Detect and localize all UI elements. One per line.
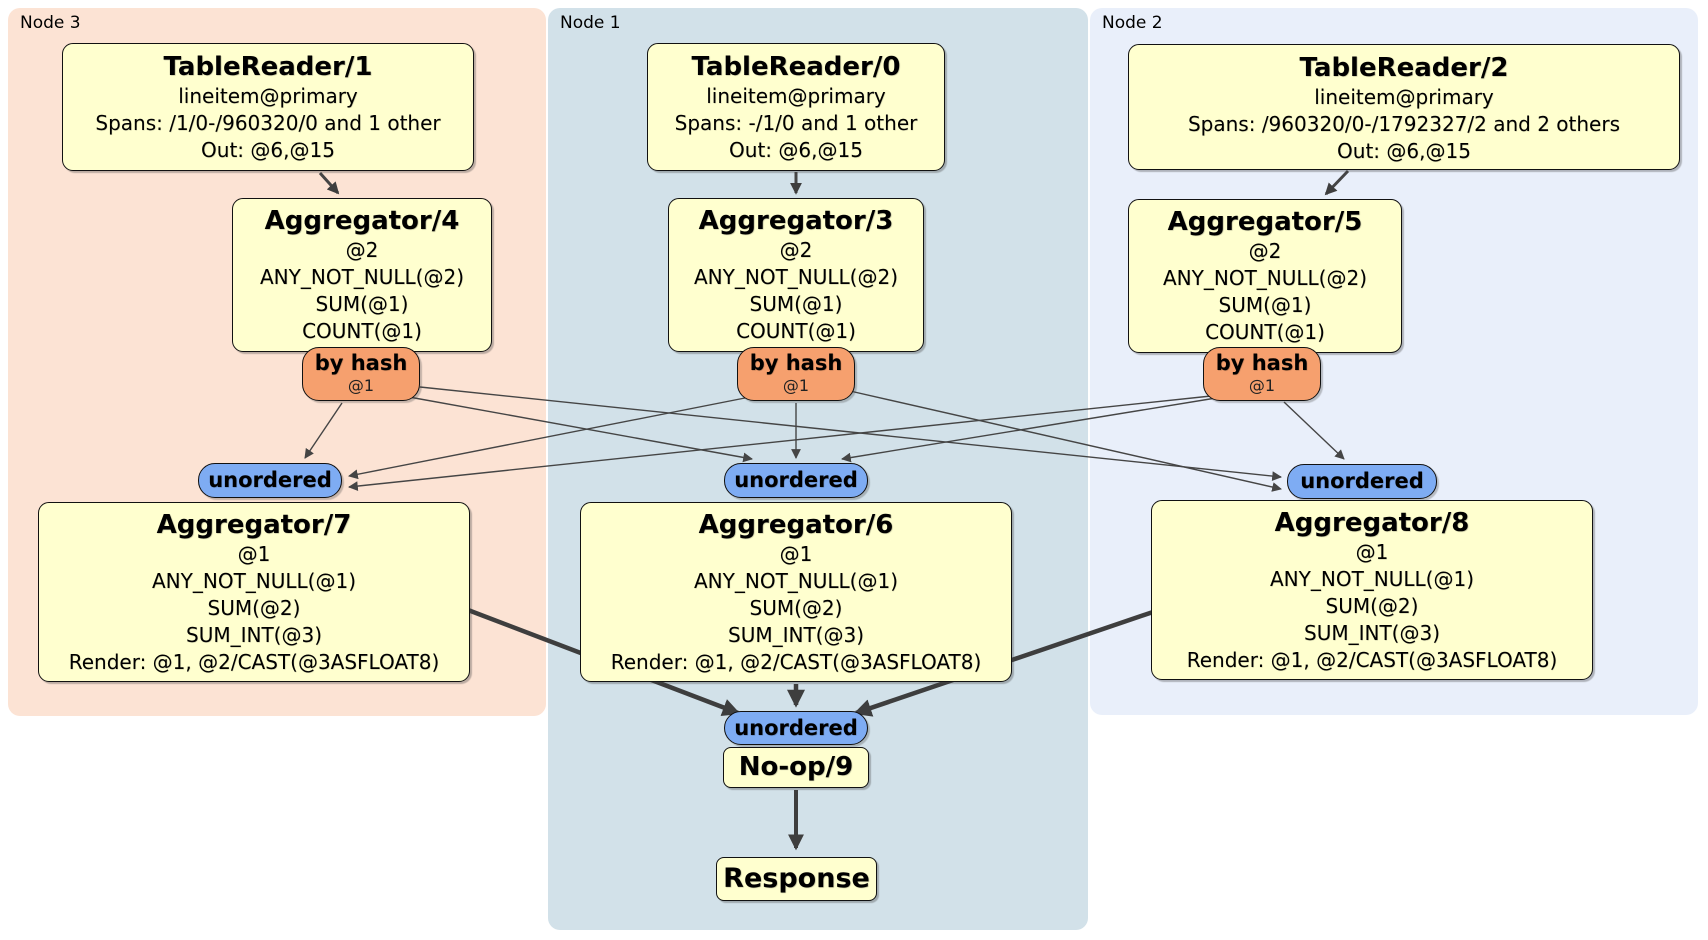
processor-title: TableReader/2: [1299, 53, 1509, 83]
agg-fn: ANY_NOT_NULL(@2): [260, 265, 464, 289]
unordered-label: unordered: [208, 468, 332, 492]
unordered-sync-node1: unordered: [724, 463, 868, 498]
agg-fn: COUNT(@1): [302, 319, 422, 343]
agg-group-cols: @1: [237, 542, 271, 566]
processor-aggregator5: Aggregator/5 @2 ANY_NOT_NULL(@2) SUM(@1)…: [1128, 199, 1402, 353]
response-box: Response: [716, 857, 877, 901]
processor-title: TableReader/0: [691, 52, 901, 82]
agg-group-cols: @1: [779, 542, 813, 566]
agg-fn: SUM(@2): [1325, 594, 1419, 618]
unordered-label: unordered: [734, 716, 858, 740]
processor-tablereader0: TableReader/0 lineitem@primary Spans: -/…: [647, 43, 945, 171]
hash-router-node3: by hash @1: [302, 347, 420, 401]
processor-title: Aggregator/8: [1274, 508, 1470, 538]
processor-spans: Spans: /960320/0-/1792327/2 and 2 others: [1187, 112, 1620, 136]
hash-router-label: by hash: [1215, 351, 1309, 375]
agg-fn: ANY_NOT_NULL(@1): [1270, 567, 1474, 591]
agg-fn: SUM(@1): [1218, 293, 1312, 317]
agg-fn: ANY_NOT_NULL(@2): [694, 265, 898, 289]
agg-fn: SUM_INT(@3): [728, 623, 864, 647]
agg-fn: ANY_NOT_NULL(@2): [1163, 266, 1367, 290]
unordered-sync-node2: unordered: [1287, 464, 1437, 499]
processor-out: Out: @6,@15: [201, 138, 335, 162]
processor-out: Out: @6,@15: [729, 138, 863, 162]
processor-title: Aggregator/7: [156, 510, 352, 540]
processor-index: lineitem@primary: [706, 84, 886, 108]
agg-fn: SUM_INT(@3): [1304, 621, 1440, 645]
hash-router-node1: by hash @1: [737, 347, 855, 401]
processor-aggregator3: Aggregator/3 @2 ANY_NOT_NULL(@2) SUM(@1)…: [668, 198, 924, 352]
agg-fn: COUNT(@1): [1205, 320, 1325, 344]
processor-title: No-op/9: [738, 752, 854, 782]
processor-spans: Spans: -/1/0 and 1 other: [674, 111, 918, 135]
processor-index: lineitem@primary: [178, 84, 358, 108]
processor-tablereader1: TableReader/1 lineitem@primary Spans: /1…: [62, 43, 474, 171]
agg-render: Render: @1, @2/CAST(@3ASFLOAT8): [1186, 648, 1558, 672]
unordered-label: unordered: [1300, 469, 1424, 493]
hash-router-label: by hash: [314, 351, 408, 375]
processor-out: Out: @6,@15: [1337, 139, 1471, 163]
unordered-sync-final: unordered: [724, 711, 868, 745]
agg-group-cols: @2: [345, 238, 379, 262]
unordered-label: unordered: [734, 468, 858, 492]
processor-aggregator7: Aggregator/7 @1 ANY_NOT_NULL(@1) SUM(@2)…: [38, 502, 470, 682]
agg-fn: SUM(@1): [315, 292, 409, 316]
agg-group-cols: @1: [1355, 540, 1389, 564]
processor-title: Aggregator/6: [698, 510, 894, 540]
hash-router-node2: by hash @1: [1203, 347, 1321, 401]
processor-index: lineitem@primary: [1314, 85, 1494, 109]
agg-fn: COUNT(@1): [736, 319, 856, 343]
hash-router-cols: @1: [347, 376, 375, 395]
agg-fn: SUM(@2): [207, 596, 301, 620]
node3-label: Node 3: [20, 13, 81, 33]
processor-noop: No-op/9: [723, 747, 869, 788]
agg-render: Render: @1, @2/CAST(@3ASFLOAT8): [68, 650, 440, 674]
agg-fn: ANY_NOT_NULL(@1): [694, 569, 898, 593]
agg-group-cols: @2: [779, 238, 813, 262]
processor-aggregator4: Aggregator/4 @2 ANY_NOT_NULL(@2) SUM(@1)…: [232, 198, 492, 352]
processor-tablereader2: TableReader/2 lineitem@primary Spans: /9…: [1128, 44, 1680, 170]
processor-aggregator8: Aggregator/8 @1 ANY_NOT_NULL(@1) SUM(@2)…: [1151, 500, 1593, 680]
response-title: Response: [723, 863, 870, 894]
node2-label: Node 2: [1102, 13, 1163, 33]
agg-group-cols: @2: [1248, 239, 1282, 263]
agg-render: Render: @1, @2/CAST(@3ASFLOAT8): [610, 650, 982, 674]
agg-fn: SUM_INT(@3): [186, 623, 322, 647]
processor-title: Aggregator/5: [1167, 207, 1363, 237]
hash-router-cols: @1: [1248, 376, 1276, 395]
agg-fn: SUM(@1): [749, 292, 843, 316]
agg-fn: SUM(@2): [749, 596, 843, 620]
processor-title: TableReader/1: [163, 52, 373, 82]
processor-title: Aggregator/4: [264, 206, 460, 236]
processor-title: Aggregator/3: [698, 206, 894, 236]
hash-router-label: by hash: [749, 351, 843, 375]
agg-fn: ANY_NOT_NULL(@1): [152, 569, 356, 593]
processor-spans: Spans: /1/0-/960320/0 and 1 other: [95, 111, 441, 135]
node1-label: Node 1: [560, 13, 621, 33]
processor-aggregator6: Aggregator/6 @1 ANY_NOT_NULL(@1) SUM(@2)…: [580, 502, 1012, 682]
unordered-sync-node3: unordered: [198, 463, 342, 498]
hash-router-cols: @1: [782, 376, 810, 395]
